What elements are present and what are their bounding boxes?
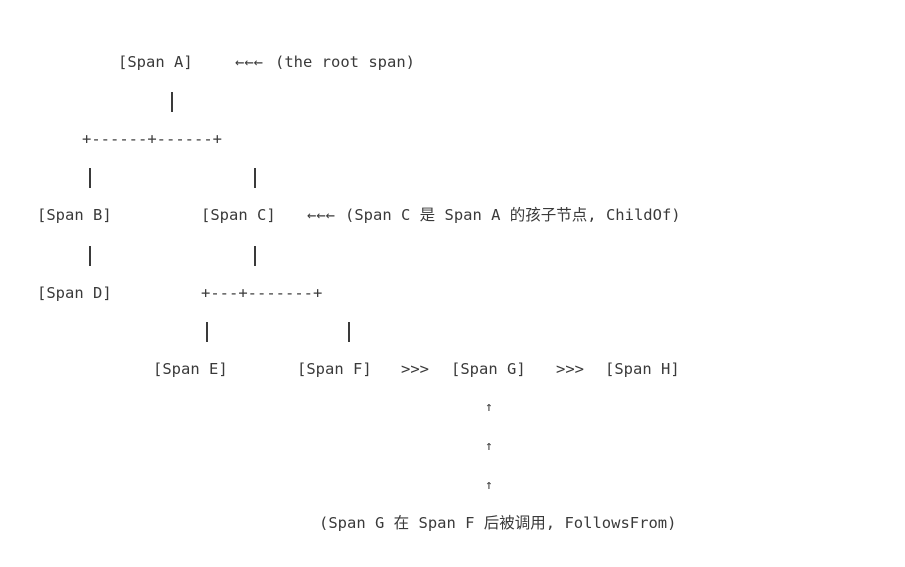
arrow-up-icon: ↑ <box>485 478 493 493</box>
span-b-label: [Span B] <box>37 206 112 224</box>
childof-note: (Span C 是 Span A 的孩子节点, ChildOf) <box>345 206 681 224</box>
connector-a <box>171 92 173 112</box>
connector-f <box>348 322 350 342</box>
follows-arrow: >>> <box>556 360 584 378</box>
tree-split-top: +------+------+ <box>82 130 222 148</box>
arrow-up-icon: ↑ <box>485 439 493 454</box>
connector-e <box>206 322 208 342</box>
span-d-label: [Span D] <box>37 284 112 302</box>
span-h-label: [Span H] <box>605 360 680 378</box>
connector-c-down <box>254 246 256 266</box>
span-a-label: [Span A] <box>118 53 193 71</box>
span-g-label: [Span G] <box>451 360 526 378</box>
span-e-label: [Span E] <box>153 360 228 378</box>
root-span-note: (the root span) <box>275 53 415 71</box>
followsfrom-note: (Span G 在 Span F 后被调用, FollowsFrom) <box>319 514 677 532</box>
span-c-label: [Span C] <box>201 206 276 224</box>
connector-d <box>89 246 91 266</box>
tree-split-bottom: +---+-------+ <box>201 284 323 302</box>
connector-c <box>254 168 256 188</box>
follows-arrow: >>> <box>401 360 429 378</box>
arrow-left-icon: ←←← <box>307 206 335 224</box>
span-f-label: [Span F] <box>297 360 372 378</box>
arrow-left-icon: ←←← <box>235 53 263 71</box>
connector-b <box>89 168 91 188</box>
arrow-up-icon: ↑ <box>485 400 493 415</box>
